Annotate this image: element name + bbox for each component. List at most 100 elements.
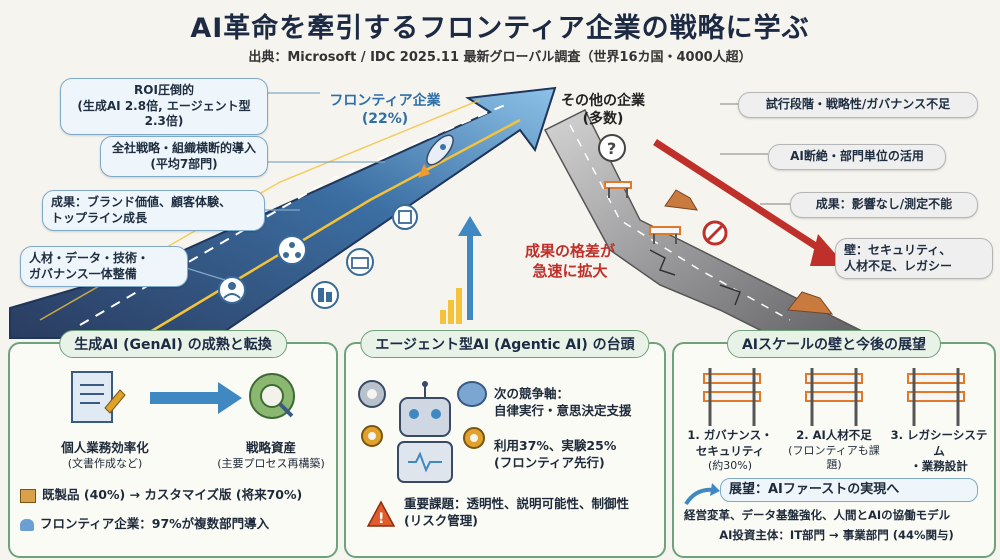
network-icon <box>277 235 307 265</box>
box-icon <box>20 488 36 503</box>
agentic-usage2: (フロンティア先行) <box>494 454 605 470</box>
right-arrow-icon <box>150 382 242 414</box>
callout-no-impact-line1: 成果：影響なし/測定不能 <box>815 197 953 211</box>
cube-icon <box>392 204 418 230</box>
genai-left-sub: (文書作成など) <box>67 456 143 470</box>
genai-art <box>71 371 295 423</box>
agentic-issue-label: 重要課題：透明性、説明可能性、制御性 <box>404 496 630 511</box>
warning-icon: ! <box>366 500 396 527</box>
question-icon: ? <box>598 134 626 162</box>
genai-right-sub: (主要プロセス再構築) <box>217 456 325 470</box>
callout-talent-line2: ガバナンス一体整備 <box>29 266 137 281</box>
hero-illustration: ? ROI圧倒的 (生成AI 2.8倍, エージェント型 2.3倍) 全社戦略・… <box>0 70 1000 340</box>
callout-strategy-line2: (平均7部門) <box>150 156 218 171</box>
callout-trial: 試行段階・戦略性/ガバナンス不足 <box>738 92 978 118</box>
agentic-axis: 次の競争軸： 自律実行・意思決定支援 <box>494 386 659 420</box>
wall2-a: 2. AI人材不足 <box>796 428 872 442</box>
gap-line2: 急速に拡大 <box>532 261 608 280</box>
other-label-text: その他の企業 <box>561 93 645 109</box>
gear-icon <box>361 425 383 447</box>
callout-results: 成果：ブランド価値、顧客体験、 トップライン成長 <box>42 190 265 232</box>
panel-scale: AIスケールの壁と今後の展望 1. ガバナンス・ セキュリティ (約30%) 2… <box>672 330 996 558</box>
gear-icon <box>463 427 485 449</box>
outlook-banner: 展望：AIファーストの実現へ <box>720 478 978 502</box>
gear-icon <box>358 380 386 408</box>
gap-label: 成果の格差が 急速に拡大 <box>510 242 630 281</box>
frontier-pct: (22%) <box>361 111 409 128</box>
robot-icon <box>397 381 453 483</box>
rubble-icon <box>787 291 834 315</box>
other-label: その他の企業 (多数) <box>548 92 658 128</box>
growth-chart-icon <box>440 216 482 324</box>
callout-wall: 壁：セキュリティ、 人材不足、レガシー <box>835 238 993 280</box>
agentic-issue: 重要課題：透明性、説明可能性、制御性 (リスク管理) <box>404 496 659 530</box>
genai-right: 戦略資産 (主要プロセス再構築) <box>206 440 336 472</box>
callout-no-impact: 成果：影響なし/測定不能 <box>790 192 978 218</box>
agentic-axis1: 次の競争軸： <box>494 386 570 401</box>
barrier-icon <box>907 368 965 426</box>
other-sub: (多数) <box>582 111 624 128</box>
agentic-art <box>358 380 487 483</box>
wall1-c: (約30%) <box>707 459 753 473</box>
wall3-b: ・業務設計 <box>910 459 968 474</box>
agentic-usage1: 利用37%、実験25% <box>494 438 617 453</box>
agentic-usage: 利用37%、実験25% (フロンティア先行) <box>494 438 659 472</box>
callout-roi-line2: (生成AI 2.8倍, エージェント型 2.3倍) <box>77 98 251 129</box>
wall-3: 3. レガシーシステム ・業務設計 <box>886 428 992 475</box>
callout-roi: ROI圧倒的 (生成AI 2.8倍, エージェント型 2.3倍) <box>60 78 268 135</box>
callout-silo-line1: AI断絶・部門単位の活用 <box>790 149 924 163</box>
callout-results-line2: トップライン成長 <box>51 210 148 225</box>
briefcase-icon <box>346 248 374 276</box>
brain-icon <box>457 381 487 407</box>
panel-scale-title: AIスケールの壁と今後の展望 <box>726 330 942 358</box>
people-icon <box>20 518 34 531</box>
outlook-1: 経営変革、データ基盤強化、人間とAIの協働モデル <box>684 508 951 522</box>
panel-agentic: エージェント型AI (Agentic AI) の台頭 次の競争軸： 自律実行・意… <box>344 330 666 558</box>
callout-talent-line1: 人材・データ・技術・ <box>29 251 150 265</box>
callout-strategy: 全社戦略・組織横断的導入 (平均7部門) <box>100 136 268 178</box>
rocket-icon <box>418 134 454 178</box>
callout-talent: 人材・データ・技術・ ガバナンス一体整備 <box>20 246 188 288</box>
frontier-label: フロンティア企業 (22%) <box>300 92 470 128</box>
wall3-a: 3. レガシーシステム <box>890 428 988 458</box>
curved-arrow-icon <box>684 483 720 506</box>
wall1-b: セキュリティ <box>695 443 765 458</box>
outlook-2: AI投資主体：IT部門 → 事業部門 (44%関与) <box>719 528 954 542</box>
callout-silo: AI断絶・部門単位の活用 <box>768 144 946 170</box>
callout-strategy-line1: 全社戦略・組織横断的導入 <box>111 141 256 155</box>
frontier-label-text: フロンティア企業 <box>329 93 441 109</box>
wall-1: 1. ガバナンス・ セキュリティ (約30%) <box>680 428 780 474</box>
panel-agentic-title: エージェント型AI (Agentic AI) の台頭 <box>360 330 650 358</box>
genai-line1: 既製品 (40%) → カスタマイズ版 (将来70%) <box>42 487 303 502</box>
barriers-art <box>703 368 965 426</box>
svg-text:?: ? <box>607 139 616 158</box>
building-icon <box>311 281 339 309</box>
genai-line2: フロンティア企業：97%が複数部門導入 <box>40 516 270 531</box>
wall-2: 2. AI人材不足 (フロンティアも課題) <box>784 428 884 473</box>
genai-line1-row: 既製品 (40%) → カスタマイズ版 (将来70%) <box>20 487 330 504</box>
wall1-a: 1. ガバナンス・ <box>687 428 773 442</box>
barrier-icon <box>805 368 863 426</box>
genai-left: 個人業務効率化 (文書作成など) <box>50 440 160 472</box>
barrier-icon <box>703 368 761 426</box>
callout-wall-line2: 人材不足、レガシー <box>844 258 953 273</box>
genai-line2-row: フロンティア企業：97%が複数部門導入 <box>20 516 330 533</box>
callout-wall-line1: 壁：セキュリティ、 <box>844 243 952 257</box>
gap-line1: 成果の格差が <box>524 242 615 260</box>
callout-roi-line1: ROI圧倒的 <box>134 83 194 97</box>
barrier-icon <box>649 226 681 244</box>
page-subtitle: 出典：Microsoft / IDC 2025.11 最新グローバル調査（世界1… <box>248 50 752 65</box>
panel-genai: 生成AI (GenAI) の成熟と転換 個人業務効率化 (文書作成など) 戦略資… <box>8 330 338 558</box>
page-title: AI革命を牽引するフロンティア企業の戦略に学ぶ <box>190 13 810 44</box>
genai-right-label: 戦略資産 <box>245 440 296 455</box>
rubble-icon <box>664 189 698 211</box>
barrier-icon <box>604 181 632 198</box>
no-entry-icon <box>702 220 728 246</box>
panel-genai-title: 生成AI (GenAI) の成熟と転換 <box>59 330 287 358</box>
callout-results-line1: 成果：ブランド価値、顧客体験、 <box>51 195 232 209</box>
genai-left-label: 個人業務効率化 <box>61 440 149 455</box>
svg-text:!: ! <box>378 511 384 527</box>
wall2-b: (フロンティアも課題) <box>788 443 880 472</box>
callout-trial-line1: 試行段階・戦略性/ガバナンス不足 <box>765 97 951 111</box>
agentic-axis2: 自律実行・意思決定支援 <box>494 402 632 418</box>
